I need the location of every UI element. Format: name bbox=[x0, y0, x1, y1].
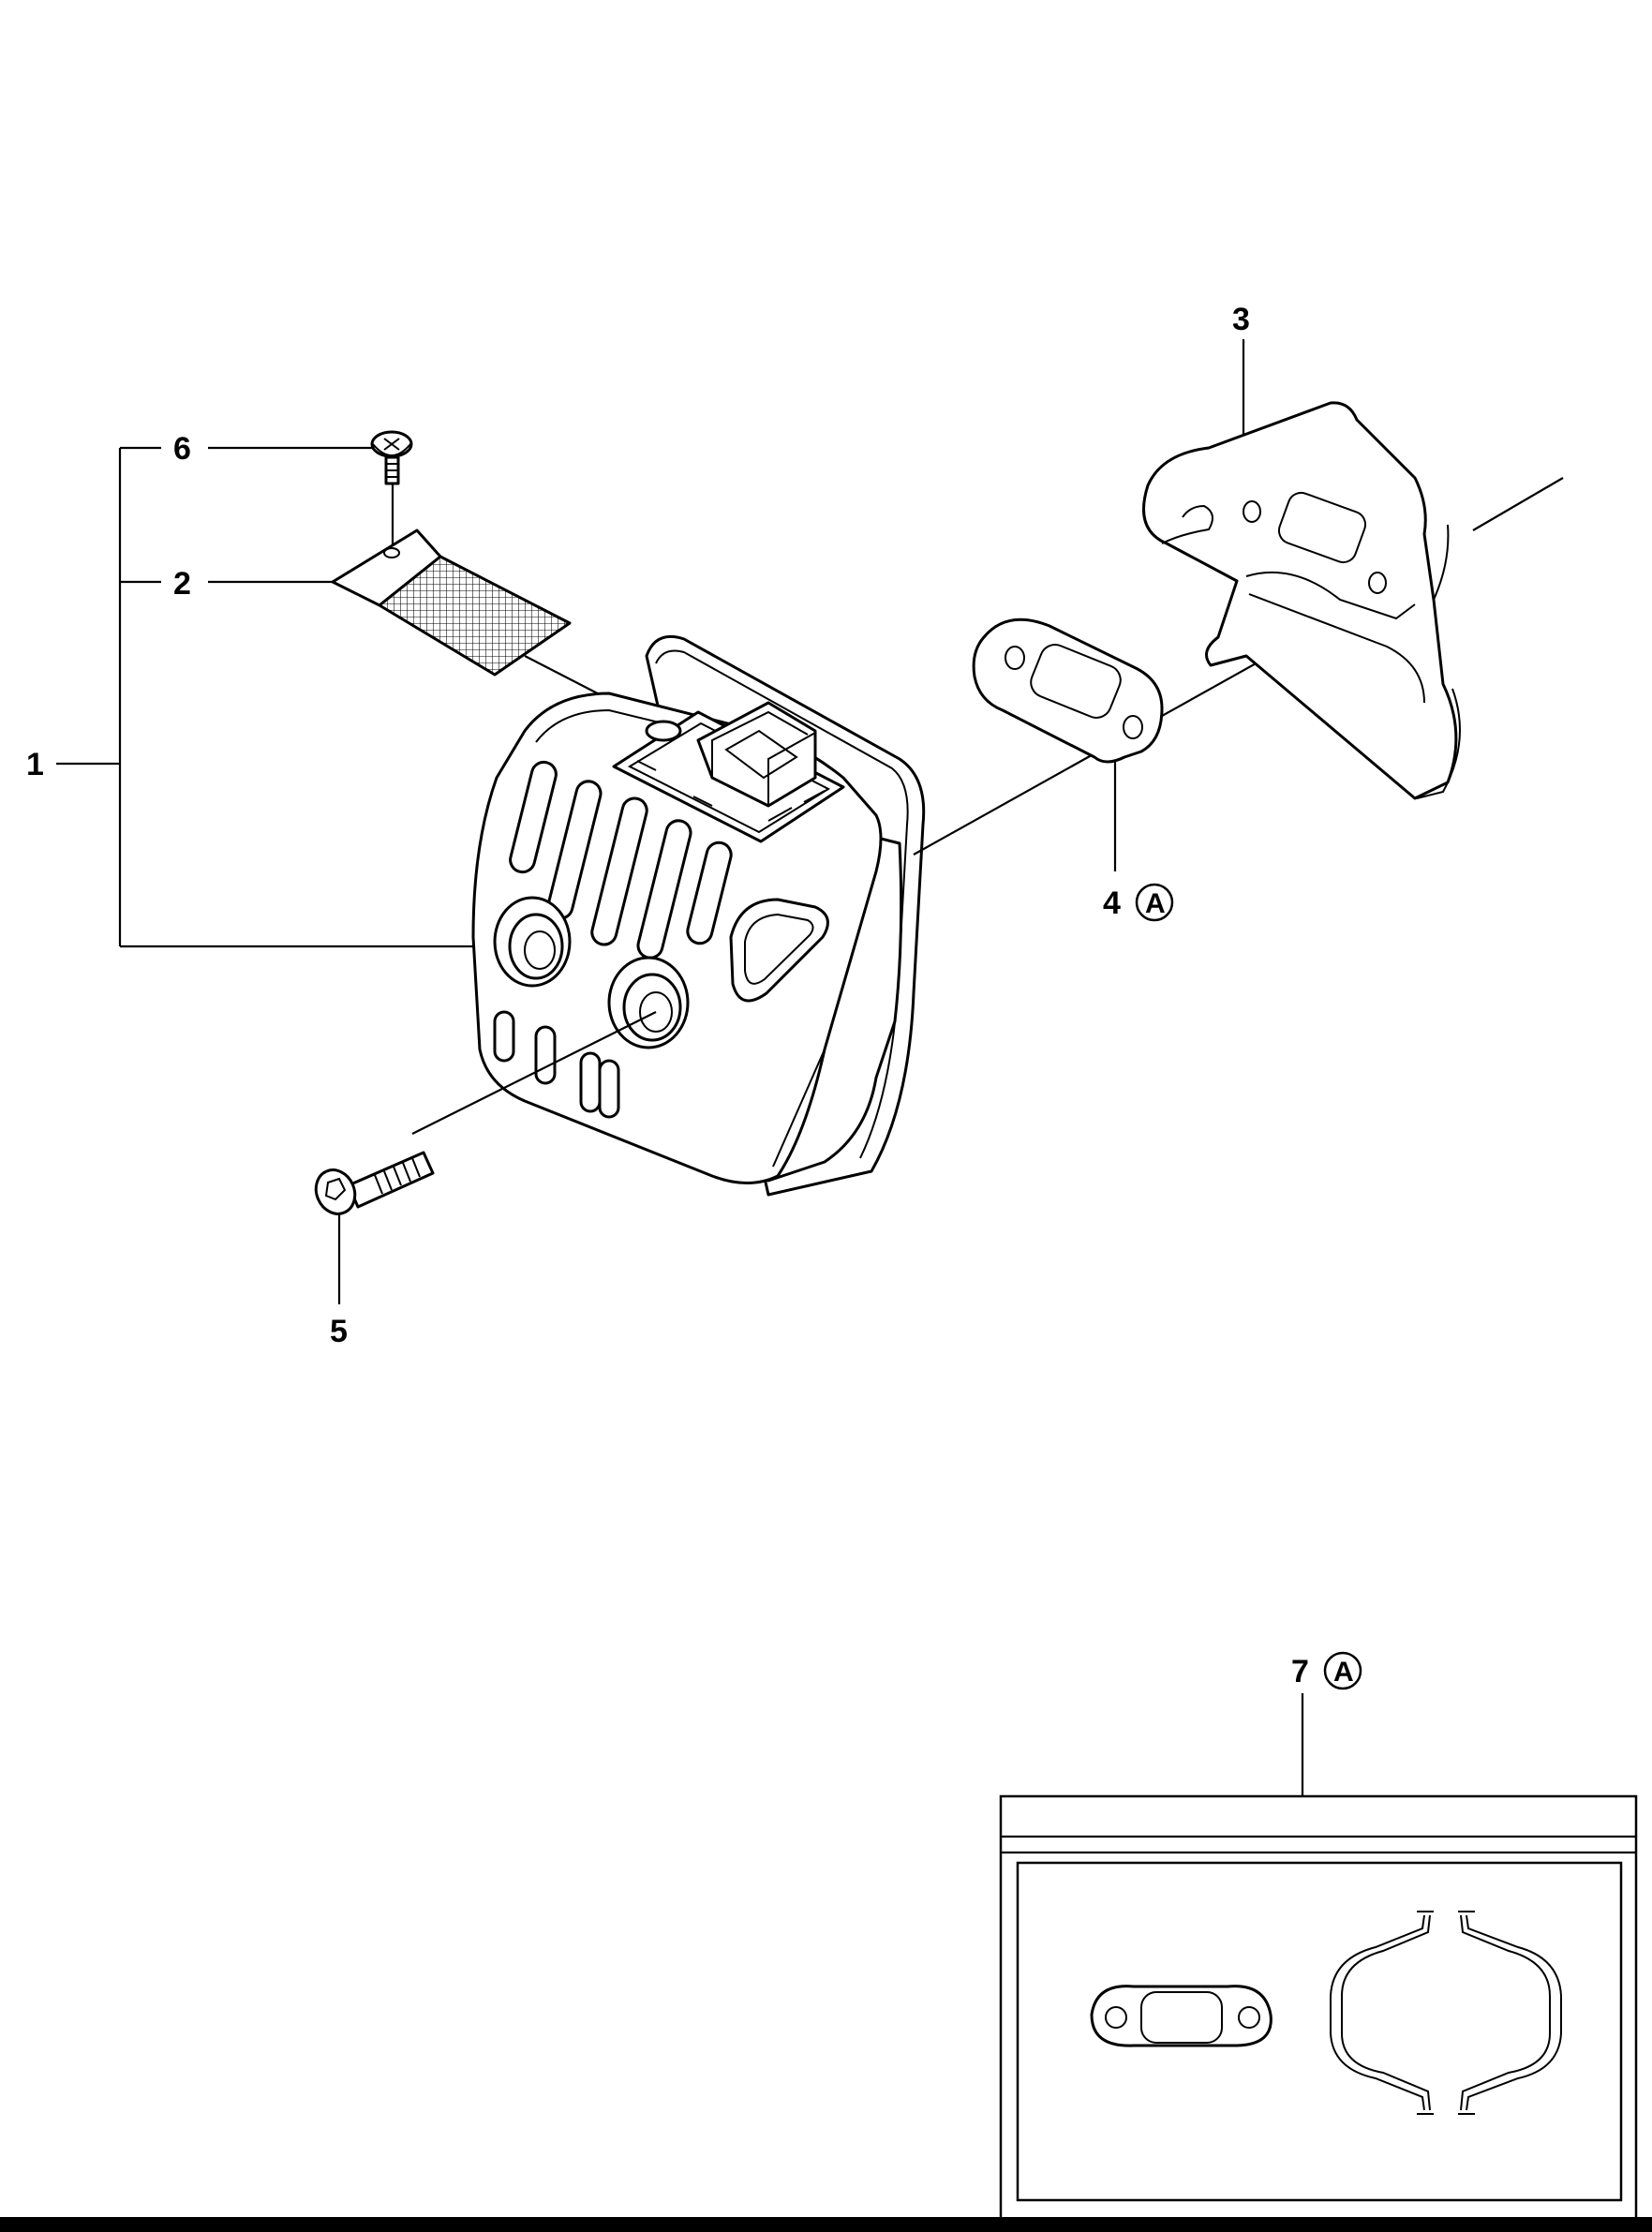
callout-6-label: 6 bbox=[173, 431, 191, 467]
gasket-kit-part-7 bbox=[999, 1794, 1638, 2221]
callout-7-ref: A bbox=[1333, 1657, 1354, 1688]
gasket-part-4 bbox=[972, 618, 1164, 764]
ref-a-circle-4 bbox=[1135, 883, 1174, 922]
heat-shield-part-3 bbox=[1142, 401, 1461, 800]
callout-5-label: 5 bbox=[330, 1314, 348, 1349]
ref-a-circle-7 bbox=[1323, 1651, 1362, 1690]
callout-1-bracket bbox=[56, 446, 478, 948]
callout-3-label: 3 bbox=[1232, 302, 1250, 337]
bolt-part-5 bbox=[314, 1151, 435, 1215]
callout-4-label: 4 bbox=[1103, 885, 1121, 921]
muffler-body-part-1 bbox=[471, 634, 926, 1197]
page-bottom-rule bbox=[0, 2217, 1652, 2232]
callout-1-label: 1 bbox=[26, 747, 44, 782]
callout-4-ref: A bbox=[1145, 888, 1166, 919]
callout-2-label: 2 bbox=[173, 566, 191, 602]
screw-part-6 bbox=[370, 430, 413, 485]
spark-arrestor-screen-part-2 bbox=[331, 528, 572, 677]
callout-7-label: 7 bbox=[1291, 1654, 1309, 1689]
